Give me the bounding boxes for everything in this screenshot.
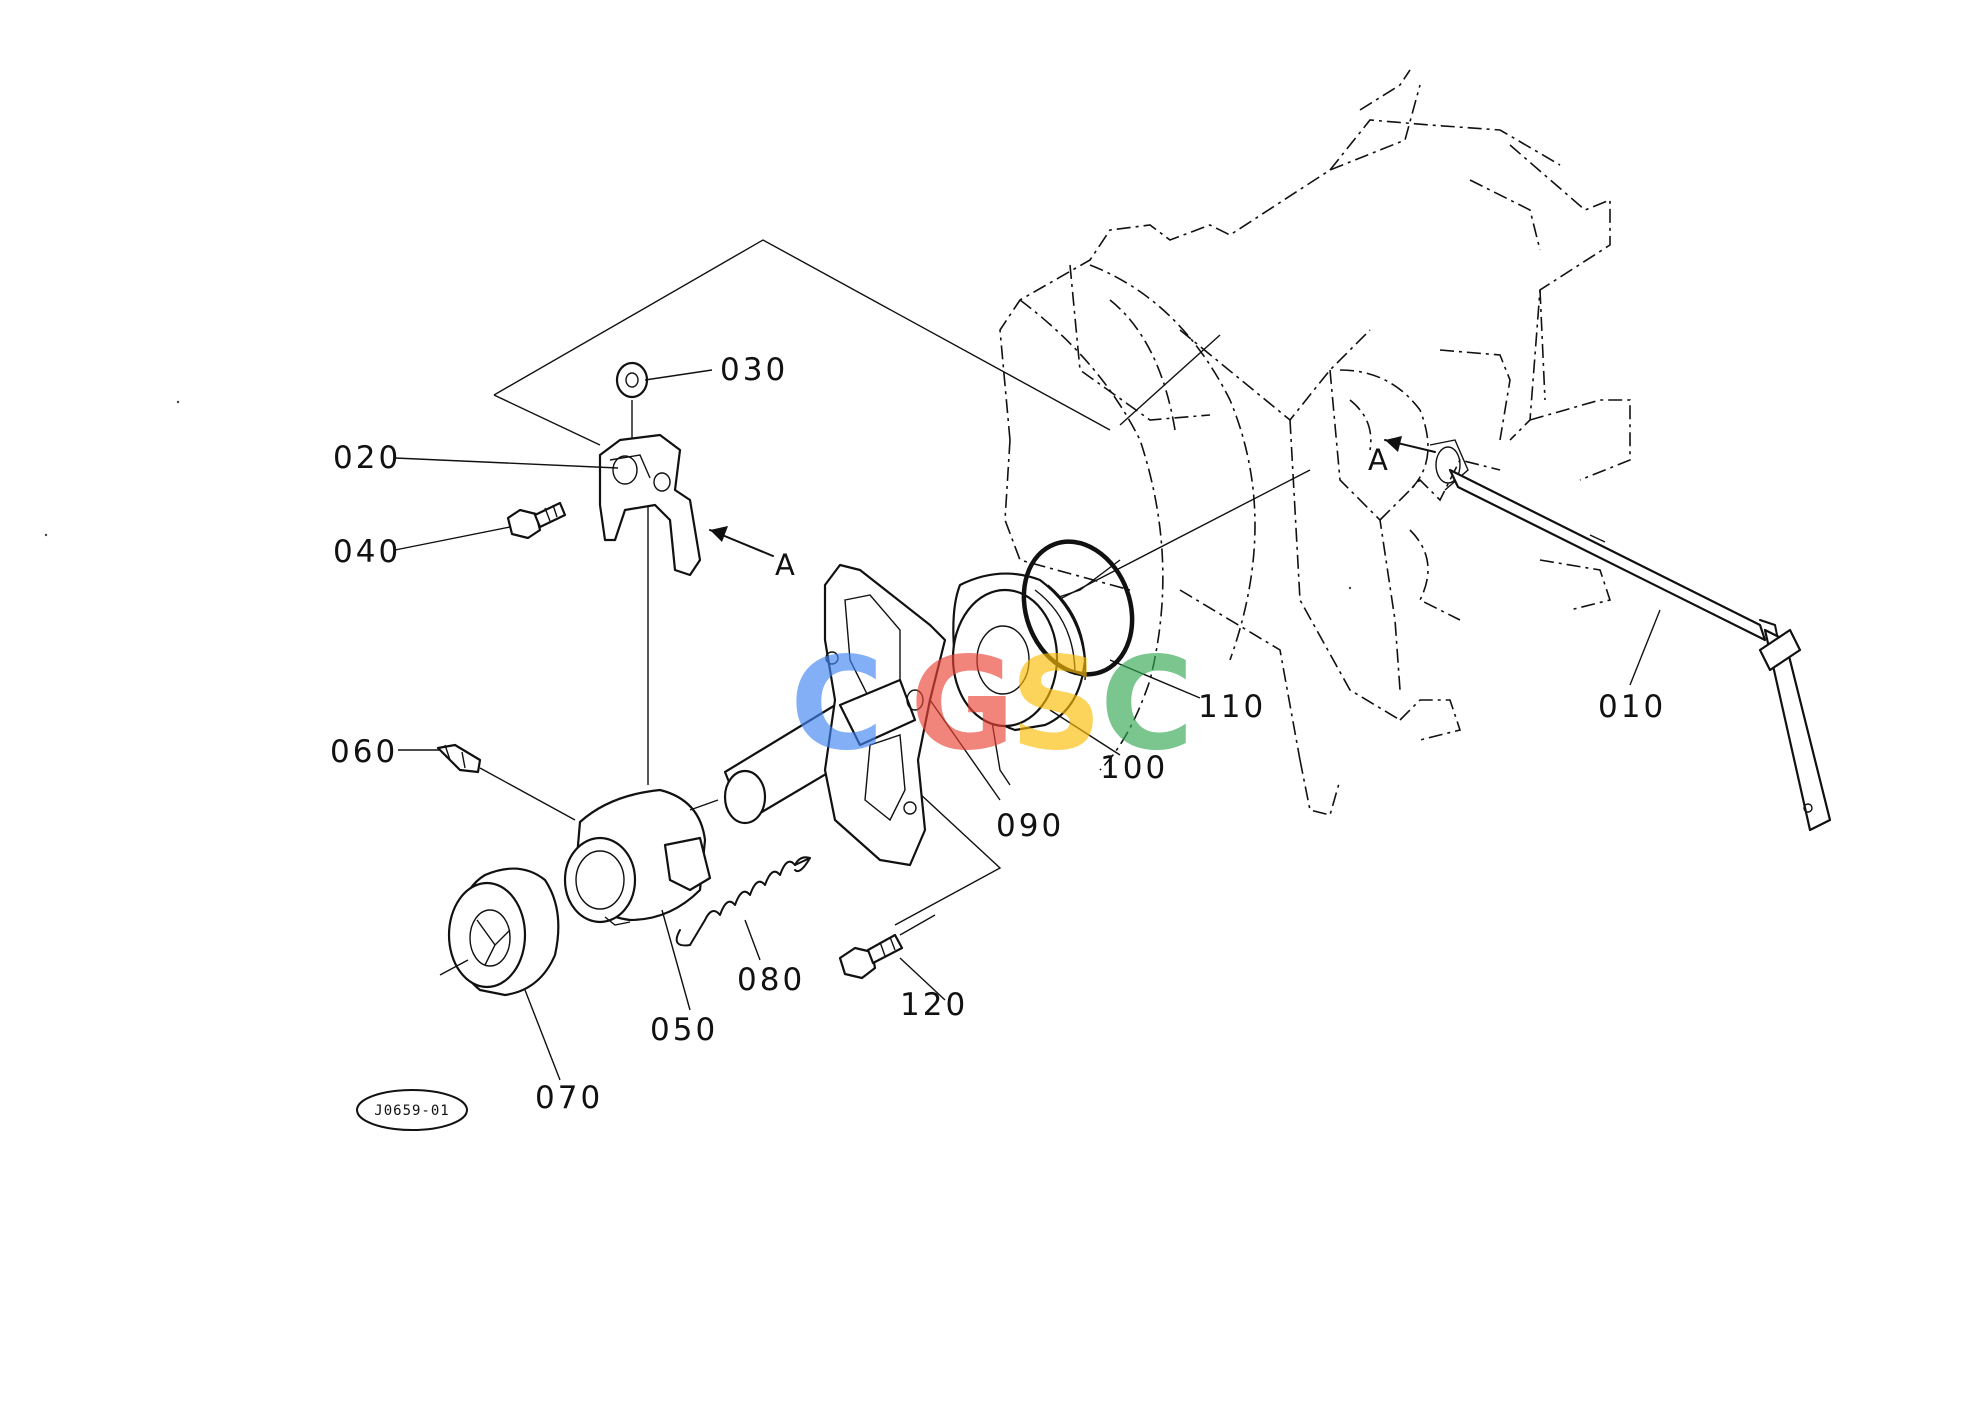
oil-seal-100 bbox=[951, 572, 1087, 732]
fork-shaft bbox=[1448, 468, 1832, 832]
part-label-110: 110 bbox=[1198, 689, 1266, 725]
part-label-080: 080 bbox=[737, 962, 805, 998]
part-label-090: 090 bbox=[996, 808, 1064, 844]
grease-fitting-060 bbox=[436, 743, 576, 821]
part-label-010: 010 bbox=[1598, 689, 1666, 725]
part-label-070: 070 bbox=[535, 1080, 603, 1116]
leader-lines bbox=[394, 369, 1661, 1081]
scan-speck bbox=[44, 533, 48, 537]
part-label-060: 060 bbox=[330, 734, 398, 770]
o-ring-110 bbox=[1021, 539, 1135, 677]
figure-code-badge: J0659-01 bbox=[356, 1089, 468, 1131]
watermark-letter: G bbox=[910, 630, 1015, 779]
cgsc-watermark-logo: C G S C bbox=[790, 630, 1194, 779]
part-label-100: 100 bbox=[1100, 750, 1168, 786]
part-label-030: 030 bbox=[720, 352, 788, 388]
release-hub-050 bbox=[563, 788, 712, 926]
watermark-letter: S bbox=[1010, 630, 1102, 779]
view-arrow-a-housing: A bbox=[1368, 436, 1436, 477]
bolt-040 bbox=[506, 501, 567, 540]
part-label-050: 050 bbox=[650, 1012, 718, 1048]
scan-speck bbox=[176, 400, 180, 404]
scan-speck bbox=[1348, 586, 1352, 590]
view-label-a-housing: A bbox=[1368, 443, 1388, 477]
part-label-040: 040 bbox=[333, 534, 401, 570]
release-fork-020 bbox=[598, 433, 702, 577]
watermark-letter: C bbox=[1100, 630, 1194, 779]
guide-plate-090 bbox=[823, 563, 947, 867]
view-label-a: A bbox=[775, 548, 795, 582]
bolt-120 bbox=[838, 914, 936, 980]
part-label-020: 020 bbox=[333, 440, 401, 476]
transmission-housing bbox=[999, 69, 1631, 816]
part-labels: 030 020 040 060 050 070 080 120 090 100 … bbox=[330, 352, 1666, 1116]
return-spring-080 bbox=[675, 856, 811, 947]
release-bearing-070 bbox=[439, 867, 560, 997]
washer-030 bbox=[615, 361, 649, 440]
figure-code: J0659-01 bbox=[374, 1103, 449, 1119]
view-arrow-a-upper: A bbox=[709, 526, 795, 582]
watermark-letter: C bbox=[790, 630, 884, 779]
part-label-120: 120 bbox=[900, 987, 968, 1023]
